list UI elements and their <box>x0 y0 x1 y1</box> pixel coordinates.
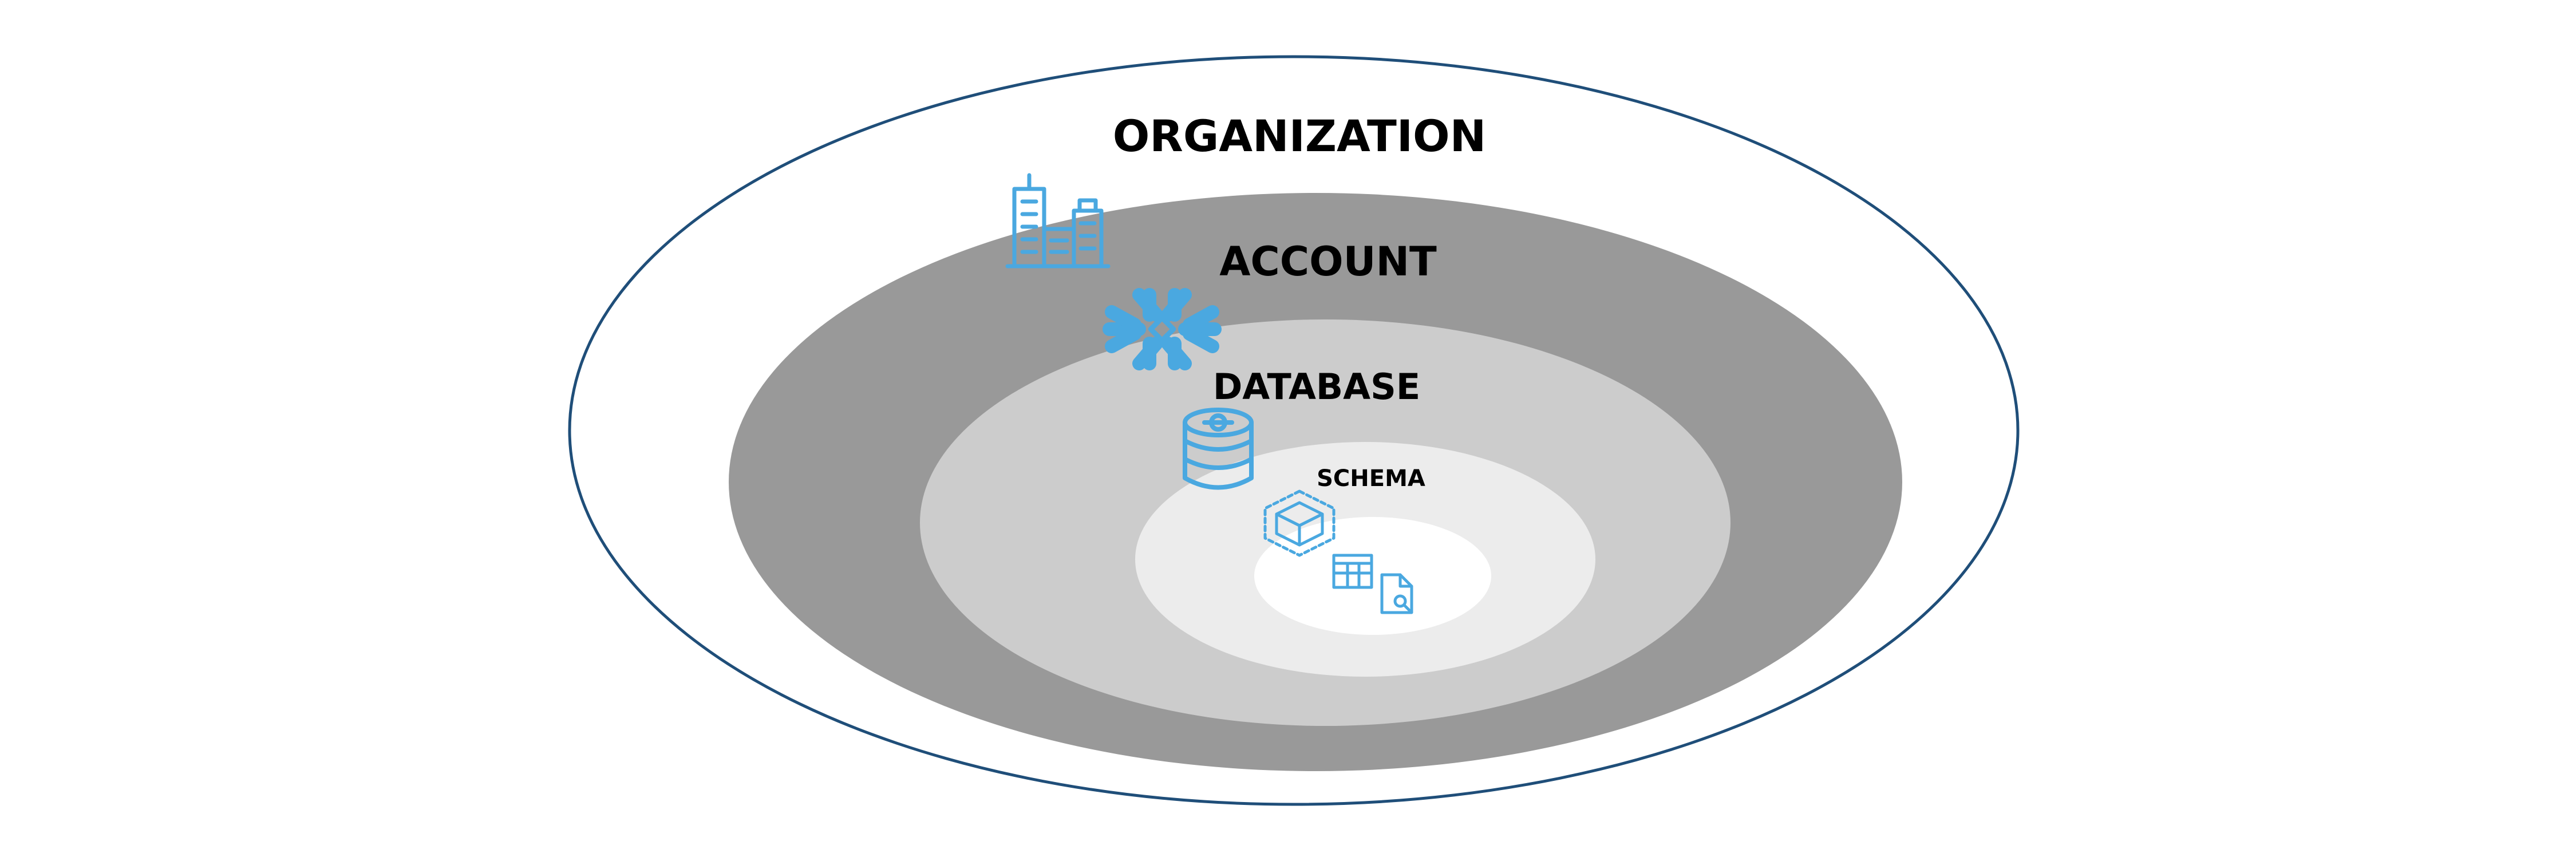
database-icon <box>1183 408 1254 490</box>
schema-label: SCHEMA <box>1317 465 1425 492</box>
table-icon <box>1332 554 1373 589</box>
cube-icon <box>1263 489 1336 557</box>
organization-label: ORGANIZATION <box>1113 110 1487 161</box>
account-label: ACCOUNT <box>1219 238 1437 285</box>
document-search-icon <box>1380 573 1413 614</box>
database-label: DATABASE <box>1213 366 1420 408</box>
snowflake-icon <box>1103 288 1222 370</box>
buildings-icon <box>1005 173 1111 268</box>
